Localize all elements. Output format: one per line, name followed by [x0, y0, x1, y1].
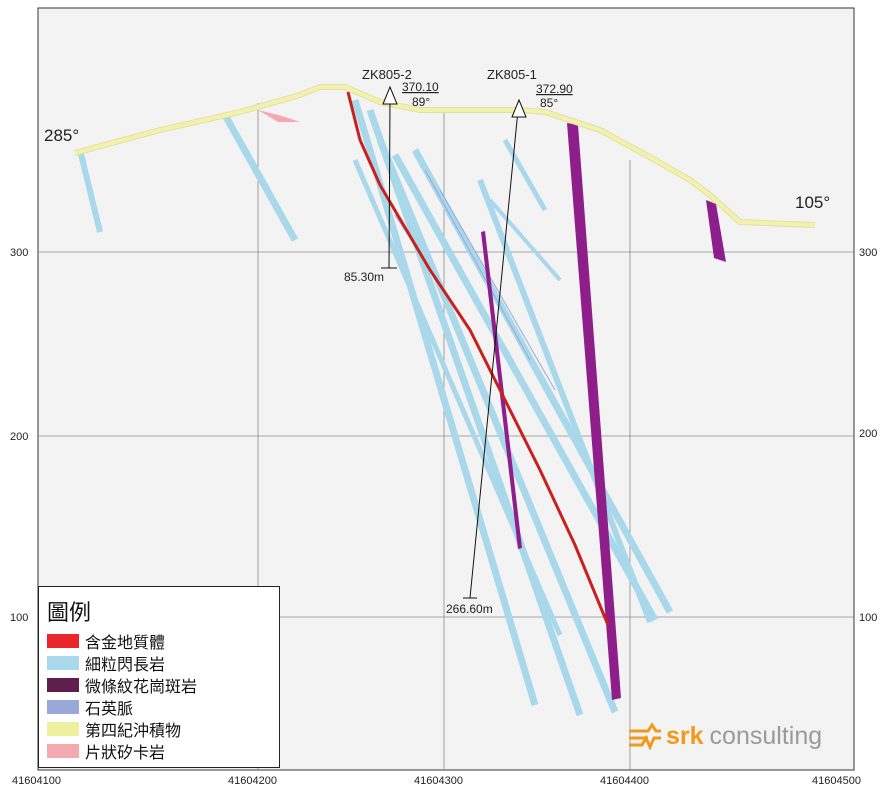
- legend-swatch: [47, 634, 79, 648]
- drillhole-dip: 89°: [412, 95, 430, 109]
- bearing-right: 105°: [795, 193, 830, 212]
- drillhole-collar-triangle: [511, 98, 527, 118]
- drillhole-id: ZK805-1: [487, 67, 537, 82]
- legend: 圖例 含金地質體 細粒閃長岩 微條紋花崗斑岩 石英脈 第四紀沖積物 片狀矽卡岩: [38, 586, 280, 768]
- y-axis-right-300: 300: [859, 247, 877, 259]
- diorite-dike: [411, 148, 674, 614]
- porphyry-dike: [706, 200, 726, 262]
- srk-logo: srk consulting: [628, 720, 822, 752]
- diorite-dike: [351, 99, 539, 706]
- y-axis-right-100: 100: [859, 612, 877, 624]
- legend-swatch: [47, 678, 79, 692]
- diorite-dike: [502, 138, 548, 212]
- x-axis-41604300: 41604300: [414, 775, 463, 787]
- alluvium-surface-fill: [74, 85, 816, 227]
- bearing-left: 285°: [44, 126, 79, 145]
- legend-label: 微條紋花崗斑岩: [85, 677, 198, 696]
- skarn-body: [258, 110, 300, 122]
- quartz-vein: [439, 189, 556, 391]
- diorite-dike: [366, 108, 584, 717]
- legend-item-gold-body: 含金地質體: [47, 631, 166, 652]
- legend-label: 細粒閃長岩: [85, 655, 166, 674]
- legend-item-skarn: 片狀矽卡岩: [47, 741, 166, 762]
- y-axis-left-300: 300: [10, 247, 28, 259]
- drillhole-id: ZK805-2: [362, 67, 412, 82]
- diorite-dike: [477, 178, 653, 624]
- x-axis-41604200: 41604200: [228, 775, 277, 787]
- legend-swatch: [47, 656, 79, 670]
- logo-sub: consulting: [709, 721, 823, 750]
- drillhole-elevation: 370.10: [402, 80, 439, 94]
- diorite-dike: [376, 138, 619, 714]
- diorite-dike: [488, 198, 562, 282]
- diorite-dike: [221, 113, 299, 242]
- drillhole-elevation: 372.90: [536, 82, 573, 96]
- legend-title: 圖例: [47, 601, 92, 626]
- diorite-dikes: [77, 99, 674, 717]
- diorite-dike: [391, 153, 659, 622]
- x-axis-41604500: 41604500: [812, 775, 861, 787]
- x-axis-41604400: 41604400: [600, 775, 649, 787]
- legend-label: 片狀矽卡岩: [85, 743, 166, 762]
- drillhole-zk805-2: ZK805-2 370.10 89° 85.30m: [344, 67, 439, 284]
- x-axis-41604100: 41604100: [12, 775, 61, 787]
- legend-label: 石英脈: [85, 699, 134, 718]
- drillhole-trace: [388, 99, 391, 269]
- drillhole-trace: [469, 99, 520, 599]
- legend-label: 第四紀沖積物: [85, 721, 182, 740]
- drillhole-depth: 85.30m: [344, 270, 384, 284]
- legend-swatch: [47, 722, 79, 736]
- drillhole-dip: 85°: [540, 96, 558, 110]
- legend-item-alluvium: 第四紀沖積物: [47, 719, 182, 740]
- legend-swatch: [47, 700, 79, 714]
- quartz-vein: [424, 169, 531, 361]
- porphyry-dike: [567, 123, 621, 700]
- legend-item-quartz-vein: 石英脈: [47, 697, 134, 718]
- srk-logo-mark-icon: [629, 722, 661, 750]
- gold-bearing-body: [346, 91, 610, 626]
- logo-brand: srk: [666, 721, 704, 750]
- drillhole-depth: 266.60m: [446, 602, 493, 616]
- legend-swatch: [47, 744, 79, 758]
- legend-item-diorite: 細粒閃長岩: [47, 653, 166, 674]
- drillhole-collar-triangle: [382, 85, 398, 105]
- drillhole-zk805-1: ZK805-1 372.90 85° 266.60m: [446, 67, 573, 616]
- y-axis-left-200: 200: [10, 431, 28, 443]
- diorite-dike: [77, 149, 103, 233]
- y-axis-right-200: 200: [859, 428, 877, 440]
- legend-item-porphyry: 微條紋花崗斑岩: [47, 675, 198, 696]
- y-axis-left-100: 100: [10, 612, 28, 624]
- legend-label: 含金地質體: [85, 633, 166, 652]
